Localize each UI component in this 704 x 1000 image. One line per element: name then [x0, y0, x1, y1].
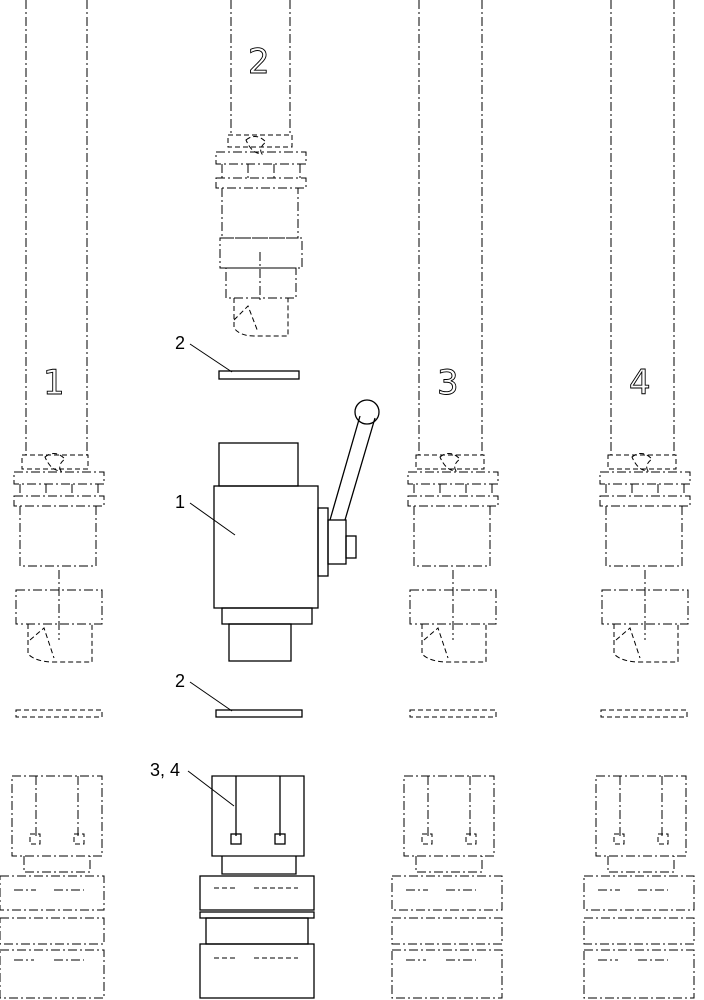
hose-label-3: 3 [437, 363, 459, 403]
washer-lower-4 [600, 709, 688, 718]
adapter-4 [583, 775, 695, 999]
adapter-center [199, 775, 315, 999]
callout-label-washer-upper: 2 [175, 333, 185, 353]
hose-label-4: 4 [629, 363, 651, 403]
callout-label-valve: 1 [175, 492, 185, 512]
hose-label-1: 1 [43, 363, 65, 403]
adapter-3 [391, 775, 503, 999]
hose-assembly-3: 3 [407, 0, 499, 663]
hose-assembly-2: 2 [215, 0, 307, 337]
ball-valve [213, 399, 380, 662]
callout-adapter: 3, 4 [150, 760, 235, 807]
washer-lower-1 [15, 709, 103, 718]
callout-valve: 1 [175, 492, 236, 536]
callout-washer-lower: 2 [175, 671, 233, 712]
hose-assembly-4: 4 [599, 0, 691, 663]
washer-lower-center [215, 709, 303, 718]
hose-assembly-1: 1 [13, 0, 105, 663]
callout-label-adapter: 3, 4 [150, 760, 180, 780]
hose-label-2: 2 [248, 42, 270, 82]
washer-upper [218, 370, 300, 380]
callout-washer-upper: 2 [175, 333, 233, 373]
washer-lower-3 [409, 709, 497, 718]
callout-label-washer-lower: 2 [175, 671, 185, 691]
adapter-left [0, 775, 105, 999]
